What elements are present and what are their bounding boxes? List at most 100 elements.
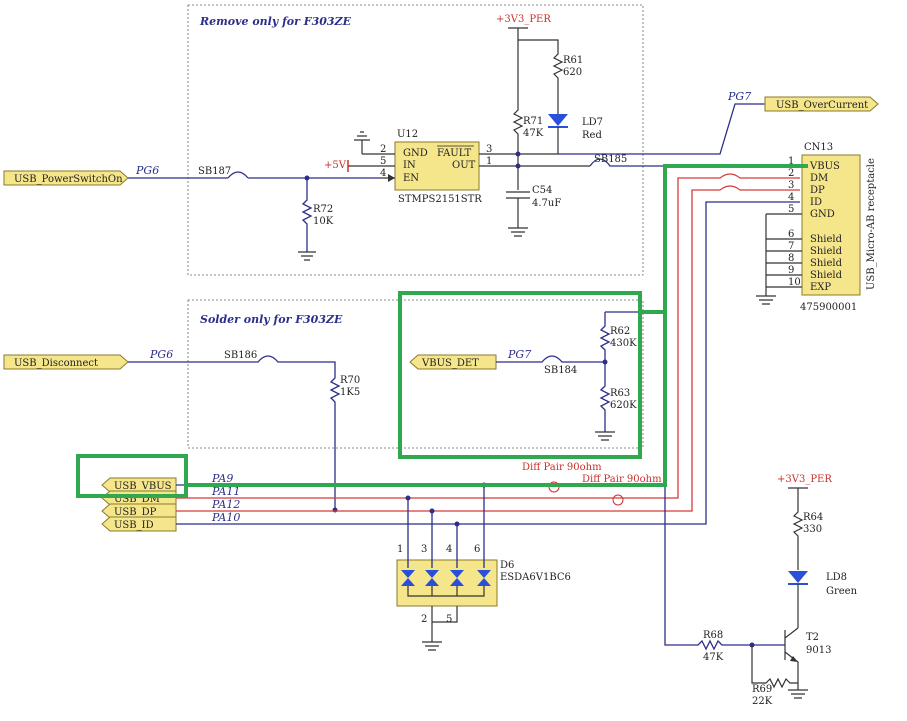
svg-text:STMPS2151STR: STMPS2151STR: [398, 194, 482, 205]
svg-text:USB_ID: USB_ID: [114, 520, 154, 531]
cn13-pin-7: 7 Shield: [766, 241, 843, 257]
net-pa11: PA11: [211, 485, 240, 498]
highlight-vbus-path: [186, 164, 808, 487]
highlight-divider: [398, 291, 642, 459]
sb184-label: SB184: [544, 365, 577, 376]
svg-text:475900001: 475900001: [800, 302, 857, 313]
svg-text:8: 8: [788, 253, 794, 264]
sb187-label: SB187: [198, 166, 231, 177]
port-vbus-det[interactable]: VBUS_DET: [409, 354, 497, 370]
svg-text:Shield: Shield: [810, 270, 843, 281]
svg-text:FAULT: FAULT: [437, 148, 472, 159]
cn13-pin-9: 9 Shield: [766, 265, 843, 281]
svg-text:3: 3: [788, 180, 794, 191]
cn13-pin-3: 3 DP: [788, 180, 825, 196]
cn13-pin-10: 10 EXP: [766, 277, 831, 293]
cn13-pin-4: 4 ID: [788, 192, 822, 208]
r64-ref: R64: [803, 512, 823, 523]
svg-text:5: 5: [788, 204, 794, 215]
r64-value: 330: [803, 524, 822, 535]
ld8-ref: LD8: [826, 572, 847, 583]
svg-text:Shield: Shield: [810, 234, 843, 245]
r71-ref: R71: [523, 116, 543, 127]
r72-value: 10K: [313, 216, 334, 227]
port-id[interactable]: USB_ID: [101, 516, 177, 532]
svg-text:USB_DM: USB_DM: [114, 494, 160, 505]
svg-text:7: 7: [788, 241, 794, 252]
svg-text:USB_Micro-AB receptacle: USB_Micro-AB receptacle: [866, 158, 877, 290]
ld8-value: Green: [826, 586, 858, 597]
svg-text:4: 4: [380, 168, 386, 179]
svg-text:CN13: CN13: [804, 142, 833, 153]
cn13: CN13 475900001 USB_Micro-AB receptacle: [800, 142, 877, 313]
d6-value: ESDA6V1BC6: [500, 572, 571, 583]
svg-text:1: 1: [486, 156, 492, 167]
net-pg7-b: PG7: [507, 348, 531, 361]
svg-text:4: 4: [446, 544, 452, 555]
remove-only-box: [187, 4, 644, 276]
highlight-vbus-port: [76, 454, 188, 498]
svg-text:6: 6: [474, 544, 480, 555]
svg-text:3: 3: [421, 544, 427, 555]
svg-text:3: 3: [486, 144, 492, 155]
r63-ref: R63: [610, 388, 630, 399]
d6-ref: D6: [500, 560, 514, 571]
t2-ref: T2: [806, 632, 819, 643]
solder-only-label: Solder only for F303ZE: [200, 313, 343, 326]
svg-text:USB_PowerSwitchOn: USB_PowerSwitchOn: [14, 174, 123, 185]
svg-text:4: 4: [788, 192, 794, 203]
svg-text:1: 1: [788, 156, 794, 167]
svg-text:2: 2: [421, 614, 427, 625]
svg-text:2: 2: [788, 168, 794, 179]
svg-text:USB_DP: USB_DP: [114, 507, 157, 518]
svg-text:5: 5: [380, 156, 386, 167]
diff-pair-1: Diff Pair 90ohm: [522, 462, 602, 473]
svg-text:5: 5: [446, 614, 452, 625]
svg-text:6: 6: [788, 229, 794, 240]
svg-text:EN: EN: [403, 173, 419, 184]
power-5v: +5V: [324, 160, 347, 171]
r68-ref: R68: [703, 630, 723, 641]
diff-pair-2: Diff Pair 90ohm: [582, 474, 662, 485]
r62-ref: R62: [610, 326, 630, 337]
r71-value: 47K: [523, 128, 544, 139]
port-vbus[interactable]: USB_VBUS: [101, 477, 177, 493]
svg-text:DM: DM: [810, 173, 828, 184]
svg-text:ID: ID: [810, 197, 822, 208]
sb186-label: SB186: [224, 350, 257, 361]
net-pa10: PA10: [211, 511, 240, 524]
svg-text:EXP: EXP: [810, 282, 831, 293]
svg-text:10: 10: [788, 277, 801, 288]
r70-value: 1K5: [340, 387, 360, 398]
cn13-pin-6: 6 Shield: [766, 229, 843, 245]
svg-text:USB_Disconnect: USB_Disconnect: [14, 358, 98, 369]
u12: U12 STMPS2151STR GND IN EN FAULT OUT 2 5…: [380, 129, 492, 205]
svg-text:9: 9: [788, 265, 794, 276]
r62-value: 430K: [610, 338, 637, 349]
r72-ref: R72: [313, 204, 333, 215]
svg-text:Shield: Shield: [810, 246, 843, 257]
port-power-switch[interactable]: USB_PowerSwitchOn: [3, 170, 129, 186]
port-disconnect[interactable]: USB_Disconnect: [3, 354, 129, 370]
sb185-label: SB185: [594, 154, 627, 165]
svg-text:USB_VBUS: USB_VBUS: [114, 481, 172, 492]
svg-text:USB_OverCurrent: USB_OverCurrent: [776, 100, 868, 111]
ld8-icon: [788, 571, 808, 583]
r68-value: 47K: [703, 652, 724, 663]
net-pg6-a: PG6: [135, 164, 159, 177]
port-dp[interactable]: USB_DP: [101, 503, 177, 519]
r69-value: 22K: [752, 696, 773, 707]
net-pa9: PA9: [211, 472, 233, 485]
power-3v3-top: +3V3_PER: [496, 14, 551, 25]
svg-text:DP: DP: [810, 185, 825, 196]
r61-value: 620: [563, 67, 582, 78]
net-pg6-b: PG6: [149, 348, 173, 361]
svg-text:2: 2: [380, 144, 386, 155]
port-overcurrent[interactable]: USB_OverCurrent: [764, 96, 879, 112]
t2-value: 9013: [806, 645, 831, 656]
r70-ref: R70: [340, 375, 360, 386]
